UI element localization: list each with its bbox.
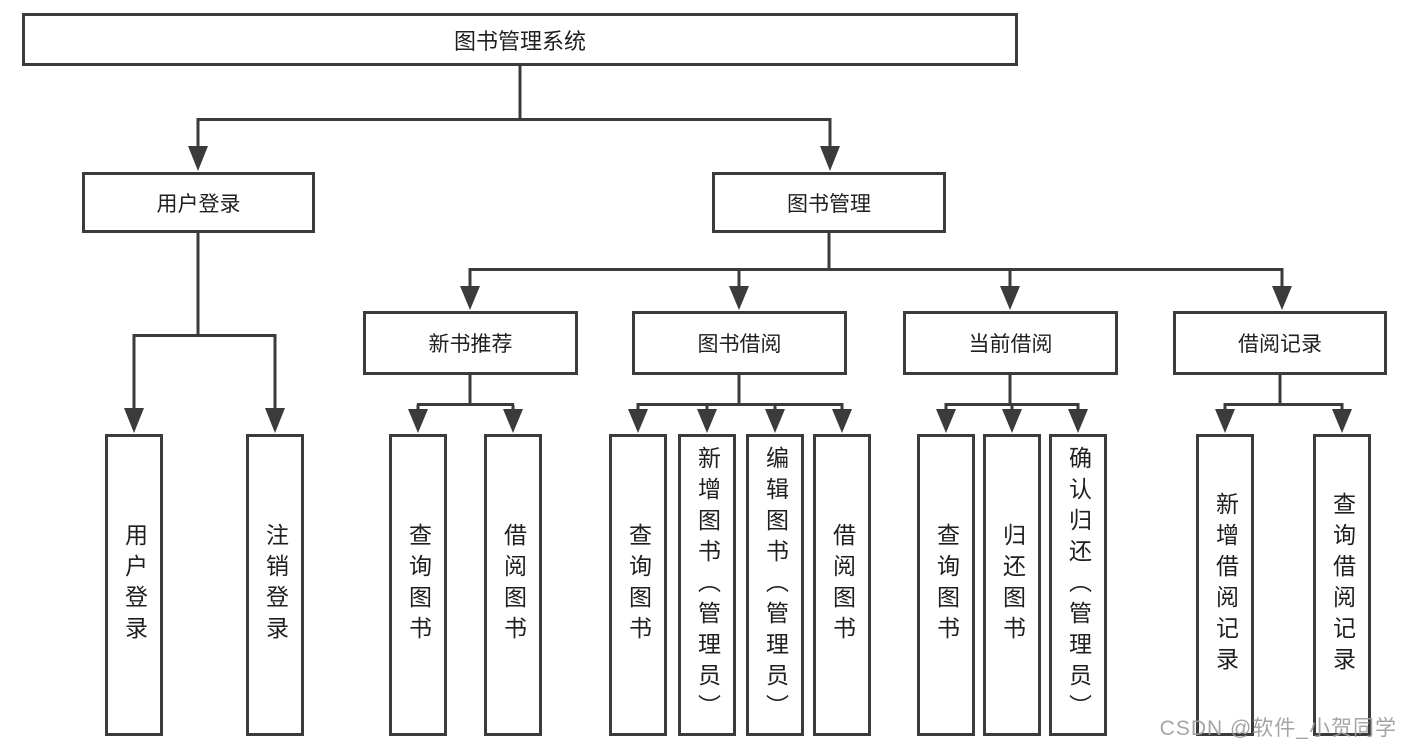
leaf-label: 查询图书 (933, 523, 960, 647)
node-leaf-add-book-admin: 新增图书（管理员） (678, 434, 736, 736)
csdn-watermark: CSDN @软件_小贺同学 (1159, 717, 1397, 740)
leaf-label: 查询借阅记录 (1329, 492, 1356, 678)
leaf-label: 新增图书（管理员） (694, 445, 721, 725)
node-leaf-add-borrow-record: 新增借阅记录 (1196, 434, 1254, 736)
leaf-label: 编辑图书（管理员） (762, 445, 789, 725)
node-user-login-branch: 用户登录 (82, 172, 315, 233)
node-book-management-branch: 图书管理 (712, 172, 946, 233)
node-leaf-query-books-recommend: 查询图书 (389, 434, 447, 736)
node-book-borrowing: 图书借阅 (632, 311, 847, 375)
leaf-label: 用户登录 (121, 523, 148, 647)
node-leaf-borrow-books: 借阅图书 (813, 434, 871, 736)
node-leaf-query-books-borrow: 查询图书 (609, 434, 667, 736)
node-root-library-management-system: 图书管理系统 (22, 13, 1018, 66)
node-leaf-query-books-current: 查询图书 (917, 434, 975, 736)
leaf-label: 注销登录 (262, 523, 289, 647)
node-leaf-logout: 注销登录 (246, 434, 304, 736)
node-leaf-query-borrow-record: 查询借阅记录 (1313, 434, 1371, 736)
leaf-label: 借阅图书 (500, 523, 527, 647)
node-leaf-confirm-return-admin: 确认归还（管理员） (1049, 434, 1107, 736)
node-borrowing-records: 借阅记录 (1173, 311, 1387, 375)
node-leaf-edit-book-admin: 编辑图书（管理员） (746, 434, 804, 736)
node-leaf-borrow-books-recommend: 借阅图书 (484, 434, 542, 736)
node-leaf-return-book: 归还图书 (983, 434, 1041, 736)
leaf-label: 归还图书 (999, 523, 1026, 647)
node-leaf-user-login: 用户登录 (105, 434, 163, 736)
node-current-borrowing: 当前借阅 (903, 311, 1118, 375)
leaf-label: 确认归还（管理员） (1065, 445, 1092, 725)
leaf-label: 新增借阅记录 (1212, 492, 1239, 678)
leaf-label: 查询图书 (625, 523, 652, 647)
node-new-book-recommendation: 新书推荐 (363, 311, 578, 375)
leaf-label: 借阅图书 (829, 523, 856, 647)
leaf-label: 查询图书 (405, 523, 432, 647)
